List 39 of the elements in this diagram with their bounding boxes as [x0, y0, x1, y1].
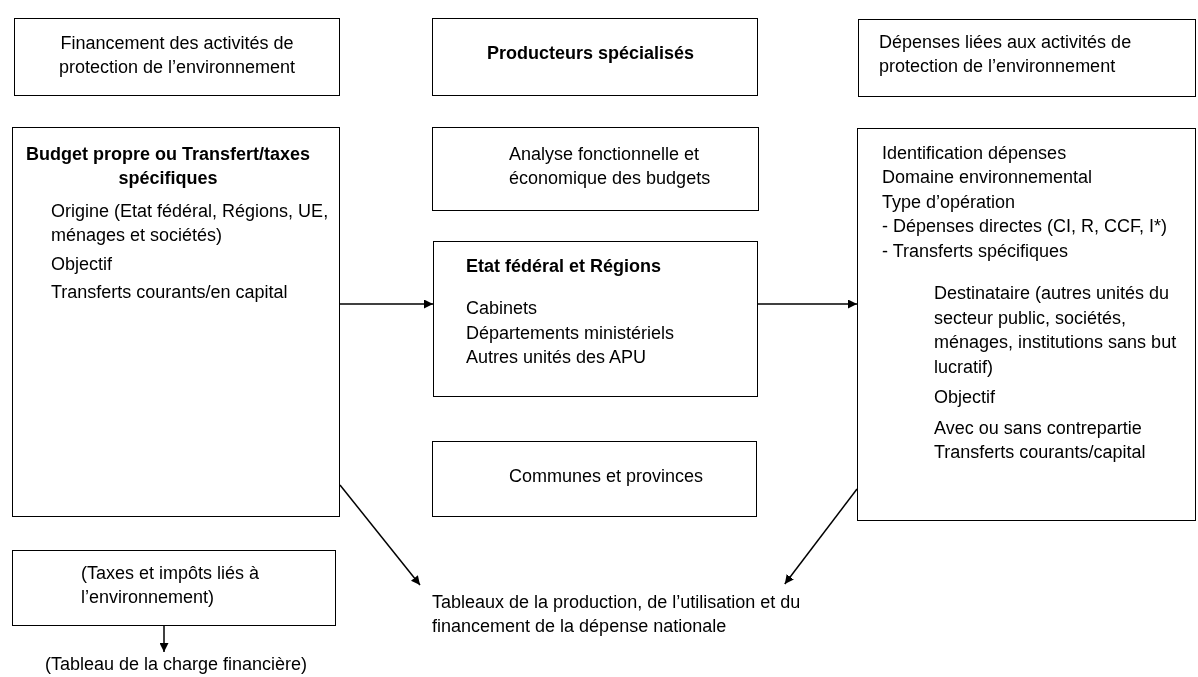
box-text: Analyse fonctionnelle et économique des budgets [509, 143, 712, 191]
box-text: Destinataire (autres unités du secteur public, sociétés, ménages, institutions sans but lucratif) [933, 282, 1178, 379]
box-text: Dépenses liées aux activités de protection de l’environnement [879, 31, 1133, 79]
box-heading: Budget propre ou Transfert/taxes spécifiques [24, 143, 312, 191]
box-text: - Dépenses directes (CI, R, CCF, I*) [882, 215, 1169, 239]
box-text: (Taxes et impôts liés à l’environnement) [81, 562, 261, 610]
box-text: Origine (Etat fédéral, Régions, UE, ménages et sociétés) [51, 199, 330, 248]
arrow [784, 488, 858, 585]
box-text: Départements ministériels [466, 321, 676, 345]
box-text: Communes et provinces [509, 465, 705, 488]
box-text: Transferts courants/en capital [51, 281, 289, 305]
process-box [12, 127, 340, 517]
box-text: - Transferts spécifiques [882, 239, 1070, 263]
arrow [339, 484, 421, 586]
box-text: Identification dépenses [882, 142, 1068, 165]
box-text: Type d’opération [882, 190, 1017, 214]
box-text: Autres unités des APU [466, 346, 648, 370]
process-box [14, 18, 340, 96]
box-text: Objectif [51, 252, 114, 276]
box-text: Avec ou sans contrepartie [933, 416, 1143, 440]
process-box [12, 550, 336, 626]
process-box [432, 127, 759, 211]
process-box [858, 19, 1196, 97]
arrow [339, 299, 434, 309]
box-text: Cabinets [466, 297, 539, 321]
caption-text: Tableaux de la production, de l’utilisation et du financement de la dépense nationale [432, 591, 802, 639]
arrow [757, 299, 858, 309]
box-text: Domaine environnemental [882, 166, 1094, 190]
arrow [159, 625, 169, 653]
box-heading: Etat fédéral et Régions [466, 255, 663, 278]
box-text: Financement des activités de protection de l’environnement [57, 32, 297, 80]
process-box [432, 441, 757, 517]
box-text: Transferts courants/capital [933, 441, 1147, 465]
box-text: Objectif [933, 386, 997, 410]
box-heading: Producteurs spécialisés [487, 42, 696, 65]
caption-text: (Tableau de la charge financière) [43, 653, 309, 676]
process-box [433, 241, 758, 397]
process-box [432, 18, 758, 96]
process-box [857, 128, 1196, 521]
